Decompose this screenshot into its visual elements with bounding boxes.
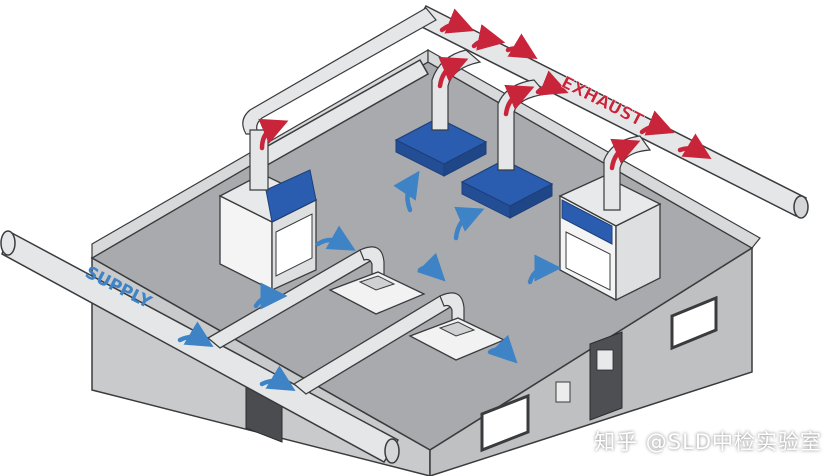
- front-window-right: [670, 295, 718, 351]
- supply-arrow: [416, 252, 446, 282]
- exhaust-arrow: [439, 8, 475, 34]
- fume-hood-left: [218, 169, 318, 292]
- front-window-left: [480, 393, 530, 453]
- wall-switch: [555, 381, 571, 403]
- exhaust-arrow: [471, 24, 506, 51]
- supply-arrow: [259, 365, 296, 391]
- supply-arrow: [177, 321, 214, 347]
- supply-arrow: [527, 254, 562, 285]
- supply-flow-arrows: [177, 170, 562, 391]
- watermark-text: 知乎 @SLD中检实验室: [594, 430, 822, 454]
- exhaust-flow-arrows: [258, 8, 712, 171]
- supply-arrow: [453, 206, 485, 241]
- exhaust-arrow: [535, 70, 569, 96]
- fume-hood-right: [558, 175, 662, 302]
- exhaust-arrow: [609, 138, 641, 171]
- supply-arrow: [393, 170, 420, 213]
- supply-arrow: [253, 282, 288, 310]
- door-window: [596, 349, 614, 371]
- exhaust-arrow: [639, 110, 675, 136]
- canopy-hood-1: [394, 117, 488, 177]
- supply-diffuser-1: [328, 271, 426, 315]
- canopy-hood-2: [460, 159, 554, 219]
- exhaust-arrow: [437, 56, 469, 89]
- exhaust-arrow: [505, 33, 538, 59]
- right-door: [589, 331, 623, 421]
- supply-arrow: [315, 225, 356, 251]
- exhaust-arrow: [503, 84, 535, 117]
- exhaust-arrow: [677, 133, 712, 159]
- exhaust-arrow: [258, 118, 289, 151]
- supply-arrow: [487, 334, 518, 364]
